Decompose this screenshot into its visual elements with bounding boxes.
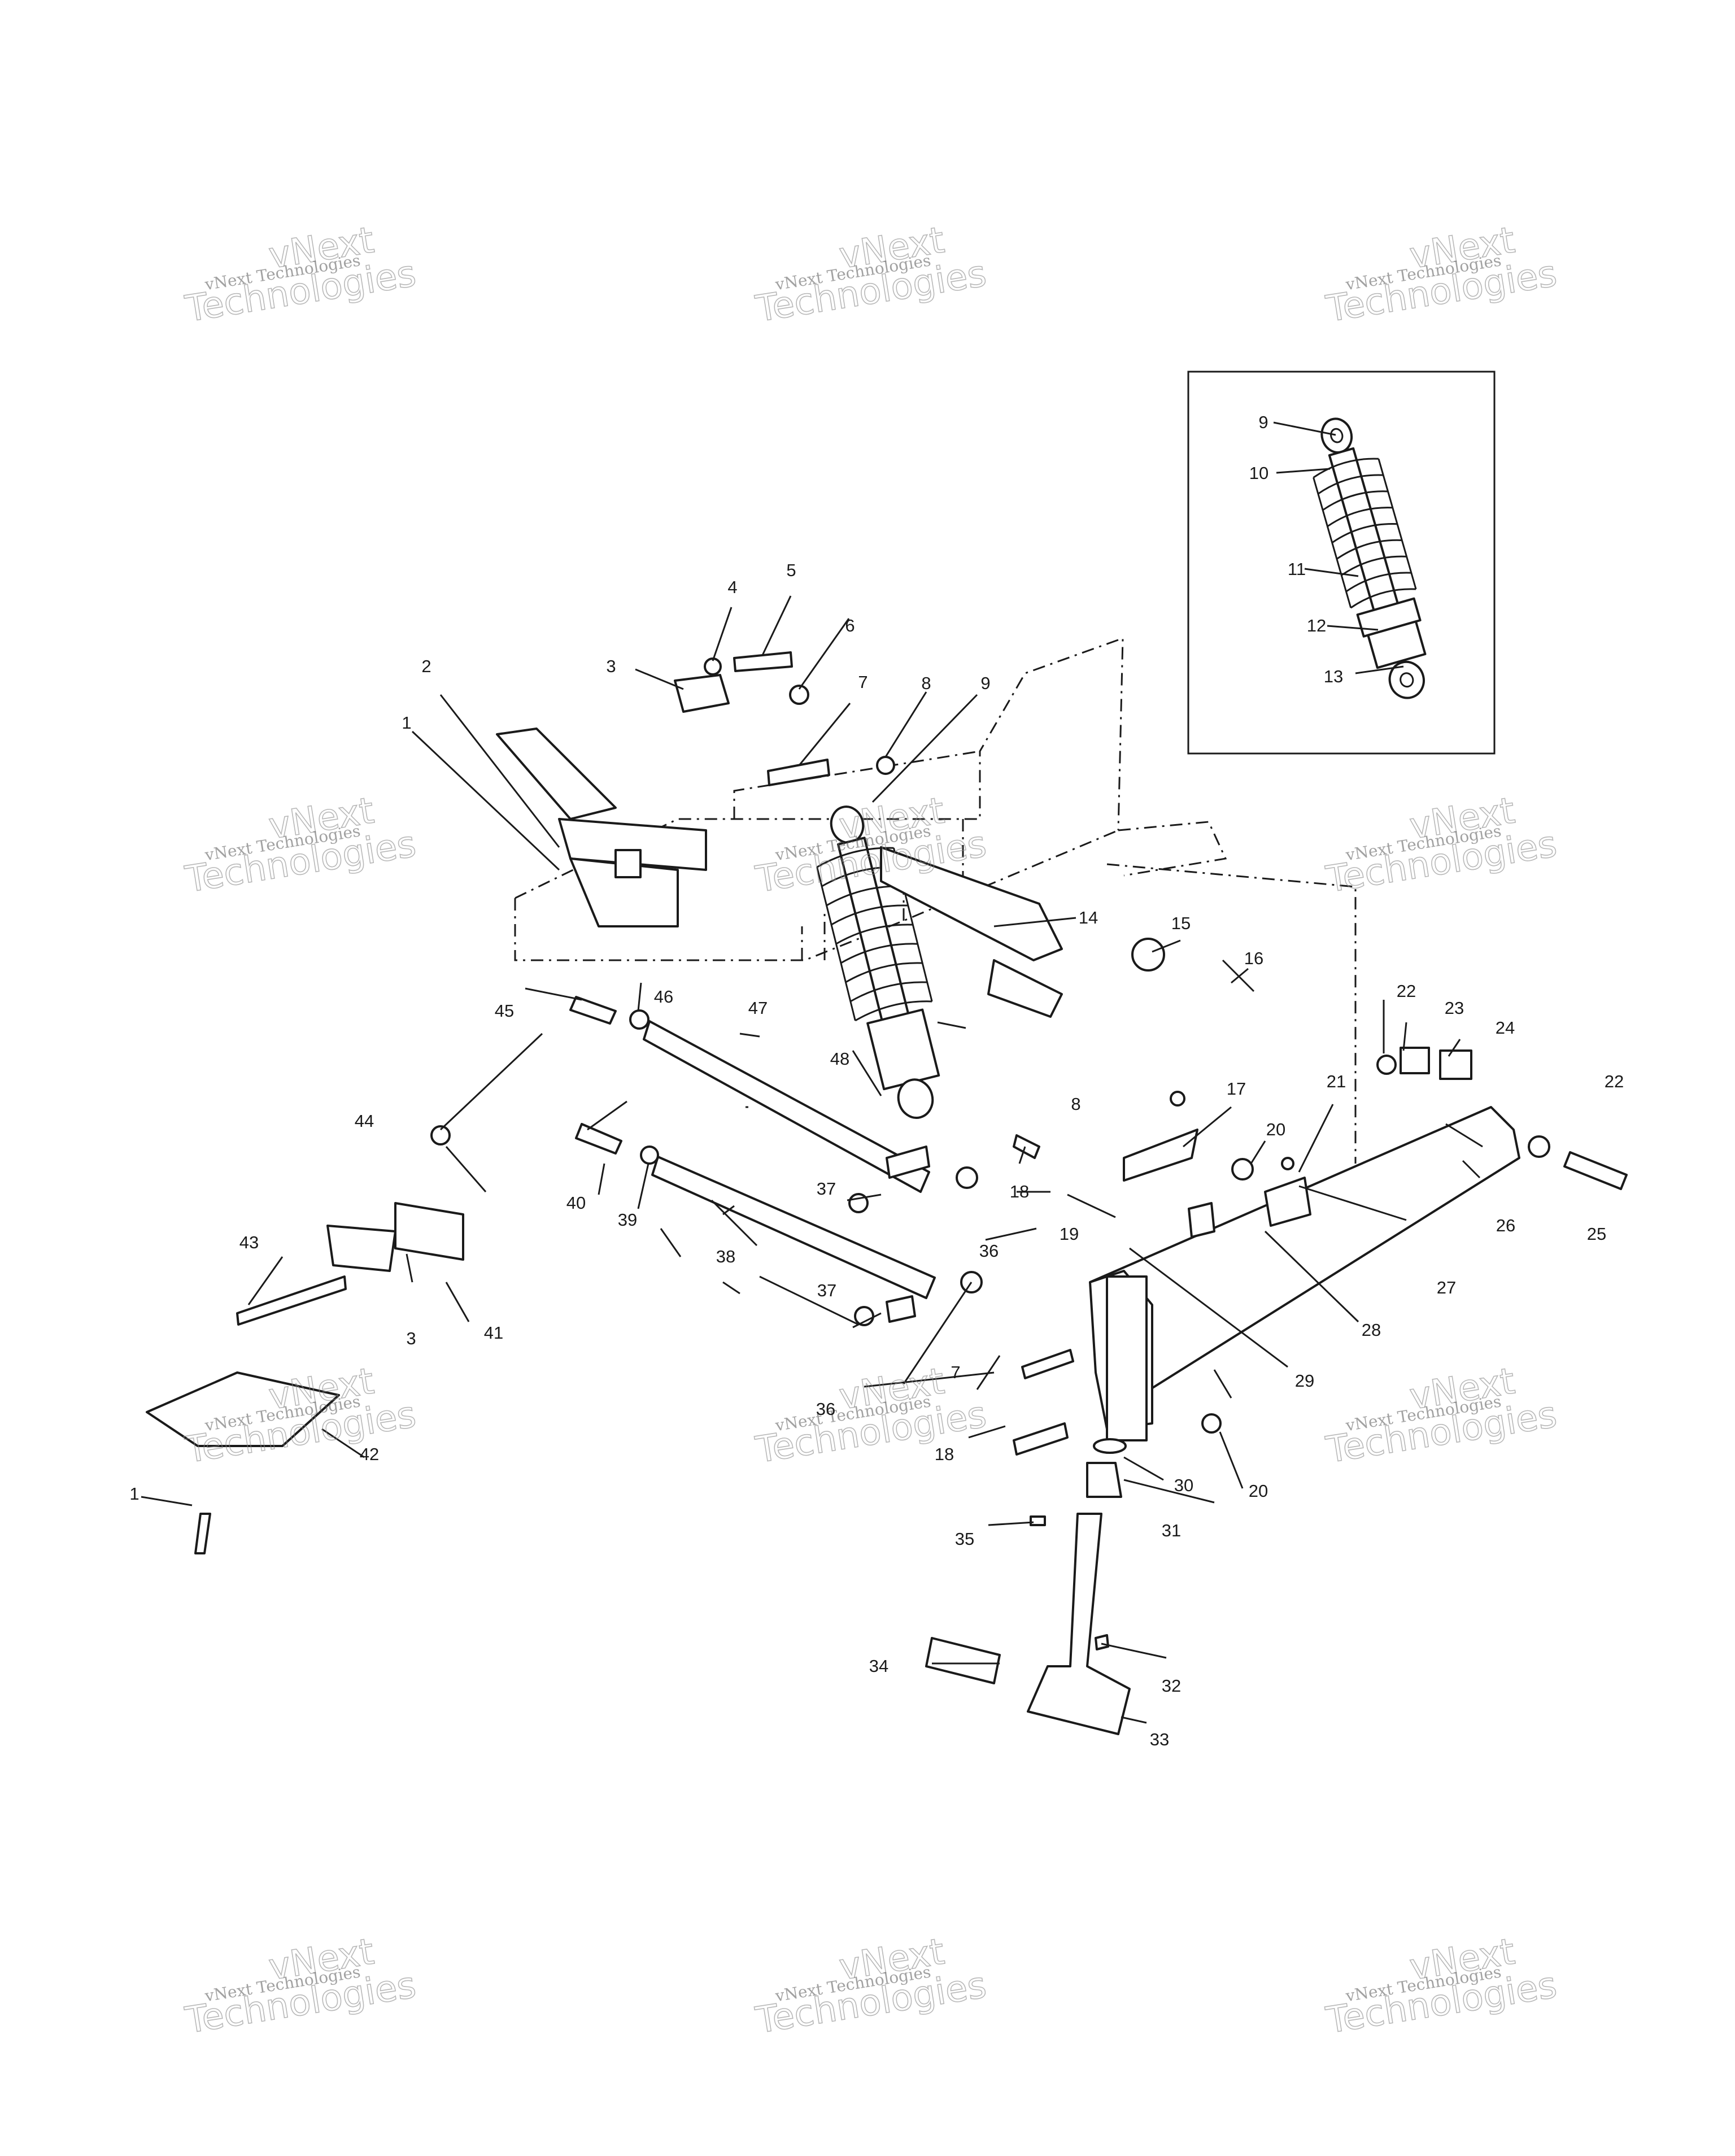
callout-35: 35 [955,1529,974,1549]
callout-18: 18 [1010,1182,1029,1201]
front-bracket [496,728,707,927]
callout-26: 26 [1496,1216,1515,1235]
callout-20: 20 [1266,1120,1285,1139]
watermark: vNext Technologies vNext Technologies [1323,790,1560,901]
callout-43: 43 [239,1232,259,1252]
callout-2: 2 [421,656,431,676]
callout-3: 3 [606,656,616,676]
callout-42: 42 [360,1444,379,1464]
watermark: vNext Technologies vNext Technologies [1323,1360,1560,1472]
spindle-tube [1106,1275,1148,1441]
callout-13: 13 [1324,667,1343,686]
callout-15: 15 [1171,913,1191,933]
ski-spindle [1027,1513,1131,1735]
lower-link-rod [651,1156,936,1299]
callout-5: 5 [786,560,796,580]
callout-39: 39 [618,1210,637,1230]
callout-8: 8 [1071,1094,1080,1114]
callout-9: 9 [980,673,990,693]
callout-3: 3 [406,1329,416,1348]
upper-arm-tube [987,959,1063,1018]
ski-bolt-sleeve [925,1637,1001,1684]
callout-37: 37 [817,1179,836,1199]
callout-16: 16 [1244,948,1263,968]
callout-21: 21 [1327,1072,1346,1091]
callout-37: 37 [817,1280,836,1300]
leader-lines [141,421,1483,1724]
callout-12: 12 [1307,616,1326,635]
callout-6: 6 [845,616,855,635]
skid-plate [146,1371,340,1447]
callout-47: 47 [748,998,768,1018]
callout-17: 17 [1227,1079,1246,1099]
callout-41: 41 [484,1323,503,1343]
callout-31: 31 [1162,1521,1181,1540]
callout-48: 48 [830,1049,849,1069]
callout-4: 4 [727,577,737,597]
callout-36: 36 [816,1399,835,1419]
callout-40: 40 [566,1193,586,1213]
shock-inset-frame [1187,371,1496,755]
callout-44: 44 [355,1111,374,1131]
callout-28: 28 [1362,1320,1381,1340]
diagram-drawing [141,371,1628,1735]
callout-22: 22 [1605,1072,1624,1091]
watermark: vNext Technologies vNext Technologies [752,1931,989,2042]
watermark: vNext Technologies vNext Technologies [182,1931,419,2042]
callout-45: 45 [495,1001,514,1021]
watermark: vNext Technologies vNext Technologies [1323,219,1560,331]
callout-46: 46 [654,987,673,1007]
callout-23: 23 [1445,998,1464,1018]
callout-32: 32 [1162,1676,1181,1696]
callout-36: 36 [979,1241,999,1261]
main-shock-absorber [816,805,940,1119]
callout-8: 8 [921,673,931,693]
callout-33: 33 [1150,1730,1169,1749]
callout-24: 24 [1496,1018,1515,1038]
callout-7: 7 [951,1362,960,1382]
callout-38: 38 [716,1247,735,1266]
callout-22: 22 [1397,981,1416,1001]
watermark: vNext Technologies vNext Technologies [182,219,419,331]
front-torque-arm [880,846,1063,961]
callout-1: 1 [129,1484,139,1504]
callout-7: 7 [858,672,868,692]
upper-link-rod [643,1020,930,1193]
callout-30: 30 [1174,1475,1193,1495]
callout-14: 14 [1079,908,1098,927]
callout-1: 1 [402,713,411,733]
callout-34: 34 [869,1656,888,1676]
hardware [194,651,1628,1650]
watermark: vNext Technologies vNext Technologies [1323,1931,1560,2042]
callout-18: 18 [935,1444,954,1464]
watermark: vNext Technologies vNext Technologies [752,219,989,331]
watermark: vNext Technologies vNext Technologies [182,790,419,901]
callout-27: 27 [1437,1278,1456,1297]
callout-11: 11 [1288,559,1306,579]
callout-labels: 1 1 2 3 3 4 5 6 7 7 8 8 9 9 10 11 12 13 … [129,412,1624,1749]
inset-shock-absorber [1313,417,1427,699]
callout-19: 19 [1060,1224,1079,1244]
callout-20: 20 [1249,1481,1268,1501]
callout-29: 29 [1295,1371,1314,1391]
callout-10: 10 [1249,463,1268,483]
callout-25: 25 [1587,1224,1606,1244]
callout-9: 9 [1258,412,1268,432]
